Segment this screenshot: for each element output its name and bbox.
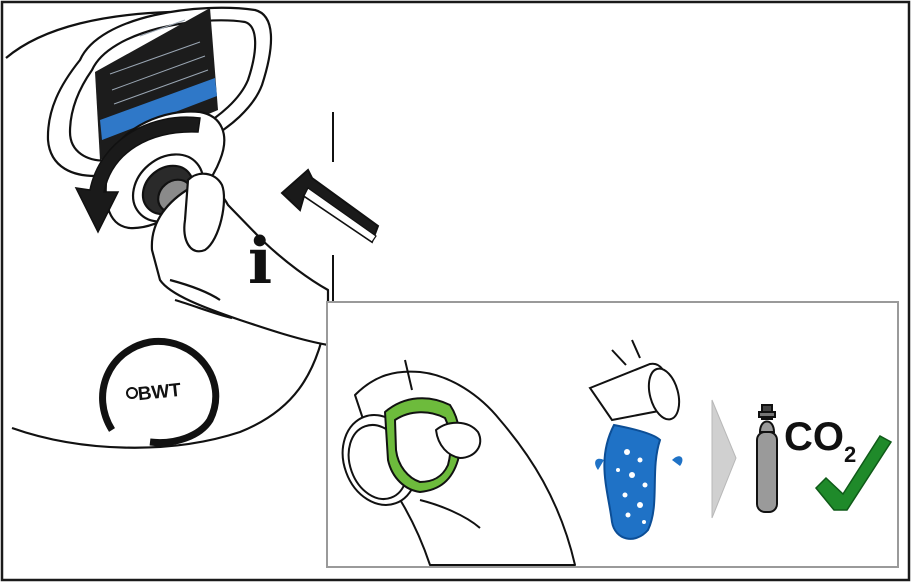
co2-subscript: 2: [844, 442, 856, 467]
info-icon: i: [248, 224, 272, 299]
water-stream: [604, 425, 660, 539]
co2-label: CO: [784, 415, 844, 459]
info-symbol: i: [248, 224, 272, 299]
brand-badge: BWT: [103, 341, 216, 442]
